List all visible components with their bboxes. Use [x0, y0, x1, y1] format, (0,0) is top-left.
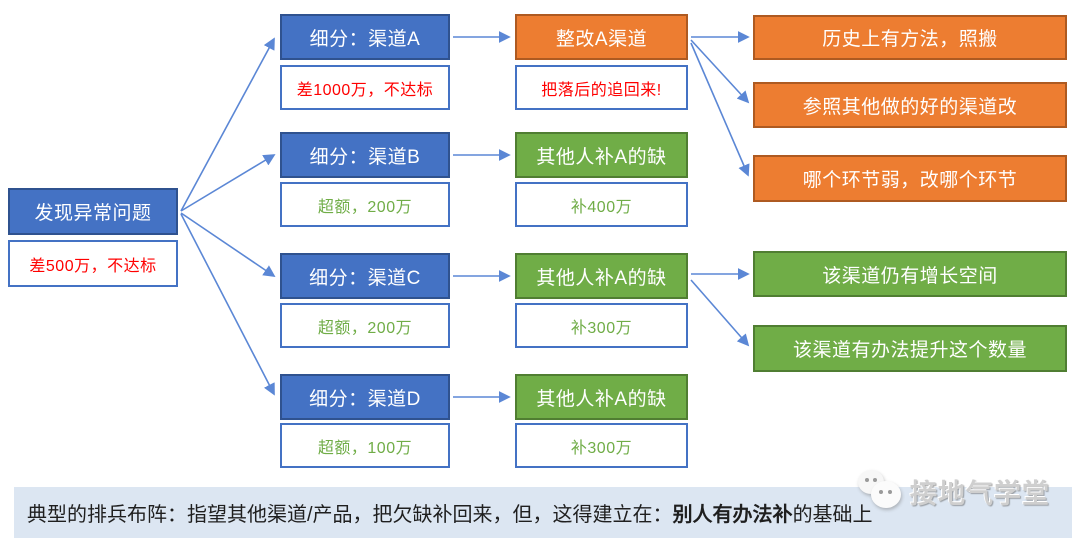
action-d-note: 补300万 — [515, 423, 688, 468]
action-a-note: 把落后的追回来! — [515, 65, 688, 110]
channel-d-note: 超额，100万 — [280, 423, 450, 468]
channel-a-node: 细分：渠道A — [280, 14, 450, 60]
outcome-a1-node: 历史上有方法，照搬 — [753, 15, 1067, 60]
outcome-c1-node: 该渠道仍有增长空间 — [753, 251, 1067, 297]
caption-bar: 典型的排兵布阵：指望其他渠道/产品，把欠缺补回来，但，这得建立在：别人有办法补的… — [14, 487, 1072, 538]
action-a-node: 整改A渠道 — [515, 14, 688, 60]
action-d-node: 其他人补A的缺 — [515, 374, 688, 420]
action-b-note: 补400万 — [515, 182, 688, 227]
channel-c-node: 细分：渠道C — [280, 253, 450, 299]
outcome-a3-node: 哪个环节弱，改哪个环节 — [753, 155, 1067, 202]
caption-bold-text: 别人有办法补 — [672, 504, 793, 526]
outcome-a2-node: 参照其他做的好的渠道改 — [753, 82, 1067, 128]
channel-d-node: 细分：渠道D — [280, 374, 450, 420]
channel-b-note: 超额，200万 — [280, 182, 450, 227]
root-node: 发现异常问题 — [8, 188, 178, 235]
caption-tail-text: 的基础上 — [792, 504, 873, 526]
channel-c-note: 超额，200万 — [280, 303, 450, 348]
watermark: 接地气学堂 — [856, 470, 1050, 514]
root-note: 差500万，不达标 — [8, 240, 178, 287]
watermark-label: 接地气学堂 — [910, 479, 1050, 509]
action-b-node: 其他人补A的缺 — [515, 132, 688, 178]
action-c-note: 补300万 — [515, 303, 688, 348]
caption-text: 典型的排兵布阵：指望其他渠道/产品，把欠缺补回来，但，这得建立在： — [27, 504, 673, 526]
channel-b-node: 细分：渠道B — [280, 132, 450, 178]
channel-a-note: 差1000万，不达标 — [280, 65, 450, 110]
wechat-icon — [856, 470, 906, 514]
outcome-c2-node: 该渠道有办法提升这个数量 — [753, 325, 1067, 372]
action-c-node: 其他人补A的缺 — [515, 253, 688, 299]
